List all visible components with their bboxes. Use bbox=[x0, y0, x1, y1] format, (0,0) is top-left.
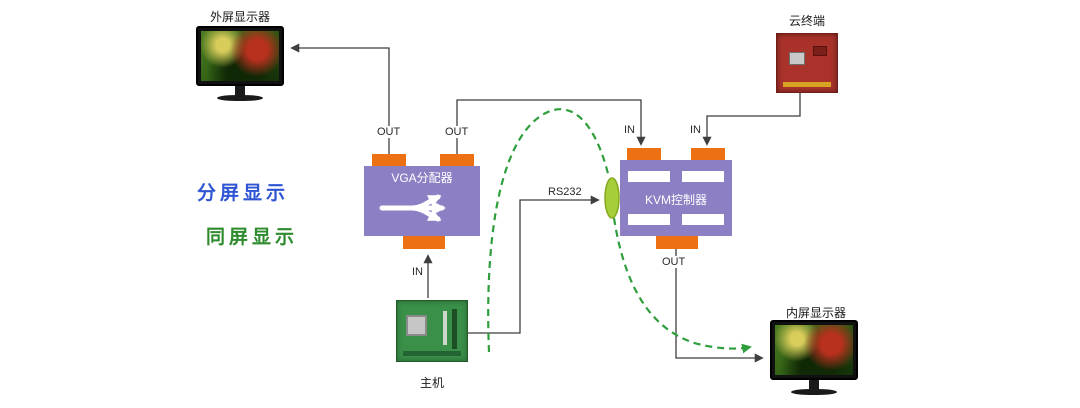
monitor-frame bbox=[196, 26, 284, 86]
monitor-neck bbox=[809, 380, 819, 389]
kvm-controller-title: KVM控制器 bbox=[644, 193, 707, 207]
legend-split-screen: 分屏显示 bbox=[197, 183, 290, 204]
monitor-base bbox=[791, 389, 837, 395]
kvm-in-left-label: IN bbox=[622, 124, 637, 136]
monitor-base bbox=[217, 95, 263, 101]
monitor-neck bbox=[235, 86, 245, 95]
vga-out-right-label: OUT bbox=[443, 126, 471, 138]
monitor-screen bbox=[201, 31, 279, 81]
kvm-slot-icon bbox=[682, 214, 724, 225]
vga-splitter-box: VGA分配器 bbox=[364, 166, 480, 236]
line-host-rs232-to-kvm bbox=[468, 195, 600, 334]
monitor-frame bbox=[770, 320, 858, 380]
line-kvm-to-internal-display bbox=[675, 249, 764, 363]
legend-same-screen: 同屏显示 bbox=[206, 227, 299, 248]
cpu-socket-icon bbox=[406, 315, 427, 336]
line-vga-to-external-display bbox=[290, 43, 390, 154]
kvm-in-right-label: IN bbox=[688, 124, 703, 136]
internal-display-monitor bbox=[770, 320, 858, 395]
chip-icon bbox=[789, 52, 805, 65]
kvm-slot-icon bbox=[628, 171, 670, 182]
dashed-same-screen-path-up bbox=[487, 108, 611, 353]
connector-strip-icon bbox=[403, 351, 461, 356]
vga-port-tab-out-left bbox=[372, 154, 406, 166]
vga-port-tab-in bbox=[403, 236, 445, 249]
connector-strip-icon bbox=[783, 82, 831, 87]
internal-display-label: 内屏显示器 bbox=[786, 306, 847, 320]
vga-splitter-title: VGA分配器 bbox=[391, 171, 453, 185]
cloud-terminal-label: 云终端 bbox=[789, 14, 826, 28]
vga-out-left-label: OUT bbox=[375, 126, 403, 138]
rs232-label: RS232 bbox=[546, 186, 584, 198]
external-display-label: 外屏显示器 bbox=[210, 10, 271, 24]
slot-icon bbox=[452, 309, 457, 349]
kvm-port-tab-out bbox=[656, 236, 698, 249]
line-vga-to-kvm bbox=[456, 99, 646, 154]
kvm-controller-box: KVM控制器 bbox=[620, 160, 732, 236]
kvm-port-tab-in-right bbox=[691, 148, 725, 160]
external-display-monitor bbox=[196, 26, 284, 101]
vga-port-tab-out-right bbox=[440, 154, 474, 166]
host-board bbox=[396, 300, 468, 362]
kvm-slot-icon bbox=[682, 171, 724, 182]
host-label: 主机 bbox=[420, 376, 445, 390]
rs232-connector-icon bbox=[604, 177, 620, 219]
kvm-out-label: OUT bbox=[660, 256, 688, 268]
vga-in-label: IN bbox=[410, 266, 425, 278]
splitter-arrows-icon bbox=[379, 194, 446, 222]
line-cloud-to-kvm bbox=[702, 93, 801, 146]
kvm-port-tab-in-left bbox=[627, 148, 661, 160]
slot-icon bbox=[443, 311, 447, 345]
kvm-slot-icon bbox=[628, 214, 670, 225]
cloud-terminal-board bbox=[776, 33, 838, 93]
monitor-screen bbox=[775, 325, 853, 375]
chip-icon bbox=[813, 46, 827, 56]
